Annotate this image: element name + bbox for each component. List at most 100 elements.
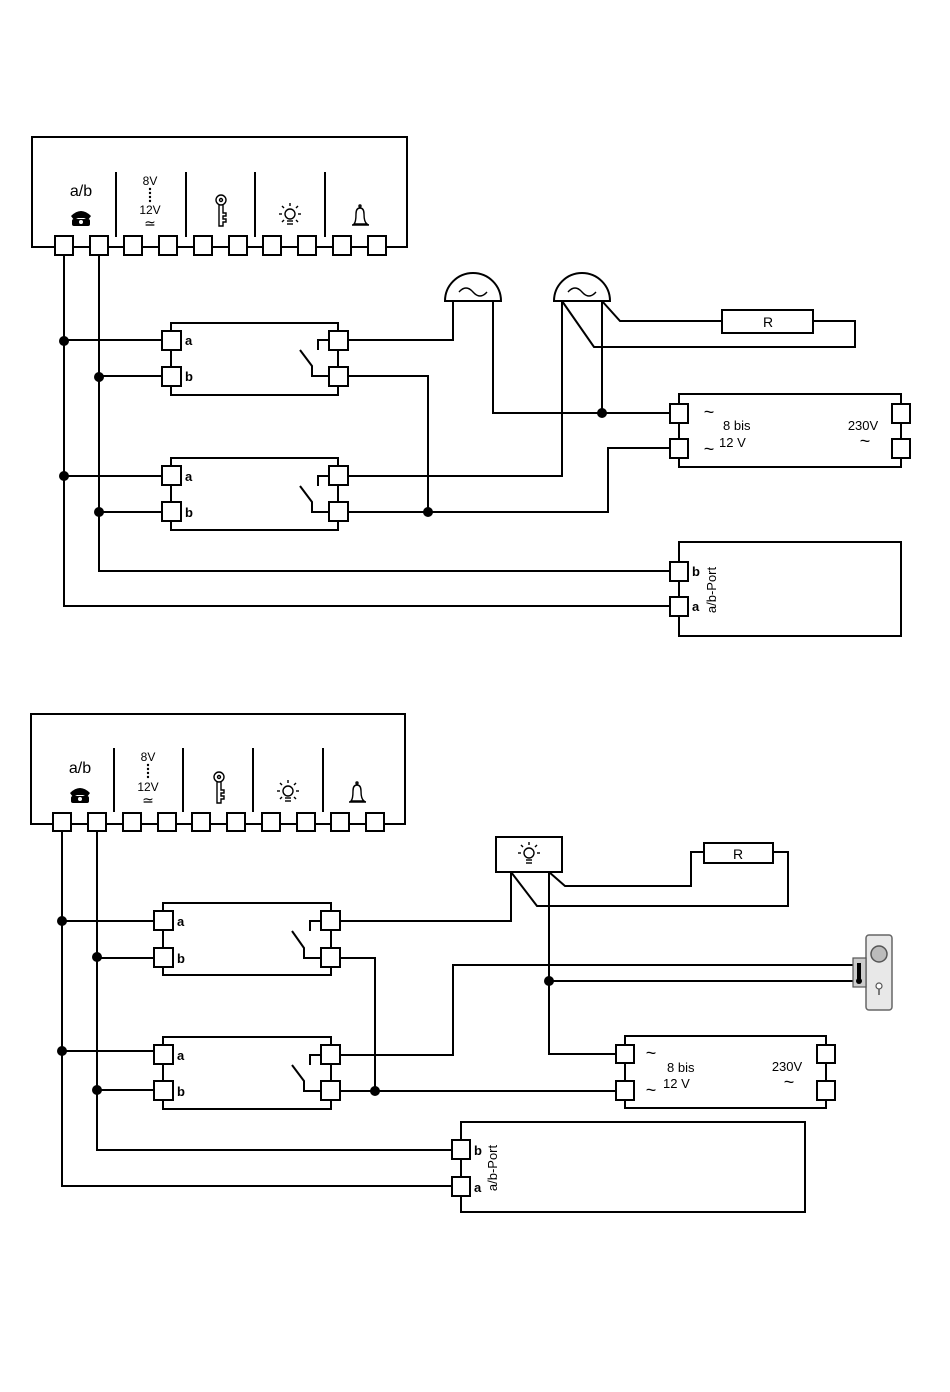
relay-terminal-out1 [329, 331, 348, 350]
terminal [88, 813, 106, 831]
relay-b-label: b [177, 1084, 185, 1099]
relay-terminal-out2 [329, 502, 348, 521]
relay-terminal-a [154, 911, 173, 930]
ab-port: b a a/b-Port [670, 542, 901, 636]
voltage-8v-label: 8V [143, 174, 158, 188]
terminal [159, 236, 177, 255]
ac-symbol: ~ [646, 1043, 657, 1063]
ac-dc-symbol: ≃ [142, 792, 154, 808]
relay-body [171, 458, 338, 530]
junction [59, 471, 69, 481]
transformer: ~ ~ 8 bis 12 V 230V ~ [616, 1036, 835, 1108]
terminal [297, 813, 315, 831]
relay-terminal-out1 [321, 1045, 340, 1064]
relay-a-label: a [177, 914, 185, 929]
ab-port: b a a/b-Port [452, 1122, 805, 1212]
relay-1: a b [62, 903, 340, 975]
terminal [298, 236, 316, 255]
panel-bottom: a/b 8V 12V ≃ [31, 714, 405, 831]
relay-terminal-b [162, 502, 181, 521]
terminal [892, 439, 910, 458]
relay-body [163, 1037, 331, 1109]
junction [597, 408, 607, 418]
relay-body [163, 903, 331, 975]
terminal [452, 1140, 470, 1159]
resistor-label: R [733, 846, 743, 862]
terminal [124, 236, 142, 255]
terminal [123, 813, 141, 831]
lamp [496, 837, 562, 872]
relay-terminal-out2 [321, 948, 340, 967]
wire [348, 301, 562, 476]
terminal [817, 1081, 835, 1100]
terminal [333, 236, 351, 255]
terminal [192, 813, 210, 831]
wire [348, 376, 428, 512]
input-voltage-label: 8 bis [723, 418, 751, 433]
wire [549, 852, 704, 886]
wire [428, 448, 670, 512]
door-opener [853, 935, 892, 1010]
terminal [616, 1045, 634, 1063]
wire [602, 301, 722, 321]
junction [57, 916, 67, 926]
resistor-label: R [763, 314, 773, 330]
transformer: ~ ~ 8 bis 12 V 230V ~ [670, 394, 910, 467]
junction [59, 336, 69, 346]
port-label: a/b-Port [485, 1144, 500, 1191]
junction [92, 1085, 102, 1095]
diagram-bottom: a/b 8V 12V ≃ [31, 714, 892, 1212]
ac-symbol: ~ [704, 439, 715, 459]
relay-2: a b [64, 458, 348, 530]
junction [423, 507, 433, 517]
resistor: R [704, 843, 773, 863]
voltage-8v-label: 8V [141, 750, 156, 764]
junction [92, 952, 102, 962]
input-voltage-label: 8 bis [667, 1060, 695, 1075]
junction [94, 507, 104, 517]
keyhole-icon [876, 983, 882, 989]
relay-terminal-a [154, 1045, 173, 1064]
relay-terminal-out1 [329, 466, 348, 485]
relay-a-label: a [177, 1048, 185, 1063]
relay-body [171, 323, 338, 395]
ac-symbol: ~ [646, 1080, 657, 1100]
terminal [263, 236, 281, 255]
port-a-label: a [474, 1180, 482, 1195]
wire-a-bus [64, 255, 670, 606]
relay-terminal-b [154, 1081, 173, 1100]
relay-terminal-a [162, 466, 181, 485]
terminal [90, 236, 108, 255]
wire [340, 958, 375, 1091]
wire [348, 301, 453, 340]
port-b-label: b [474, 1143, 482, 1158]
junction [94, 372, 104, 382]
mains-ac-symbol: ~ [784, 1072, 795, 1092]
relay-a-label: a [185, 333, 193, 348]
terminal [53, 813, 71, 831]
terminal [55, 236, 73, 255]
mains-ac-symbol: ~ [860, 431, 871, 451]
ab-label: a/b [69, 760, 91, 777]
relay-terminal-out2 [329, 367, 348, 386]
port-body [461, 1122, 805, 1212]
terminal [817, 1045, 835, 1063]
port-a-label: a [692, 599, 700, 614]
port-b-label: b [692, 564, 700, 579]
relay-a-label: a [185, 469, 193, 484]
input-voltage-label: 12 V [663, 1076, 690, 1091]
terminal [670, 439, 688, 458]
relay-terminal-out1 [321, 911, 340, 930]
relay-terminal-out2 [321, 1081, 340, 1100]
terminal [227, 813, 245, 831]
relay-terminal-b [154, 948, 173, 967]
relay-b-label: b [185, 369, 193, 384]
terminal [229, 236, 247, 255]
terminal [670, 597, 688, 616]
terminal [452, 1177, 470, 1196]
relay-2: a b [62, 1037, 340, 1109]
terminal [892, 404, 910, 423]
wire [493, 301, 670, 413]
terminal [158, 813, 176, 831]
